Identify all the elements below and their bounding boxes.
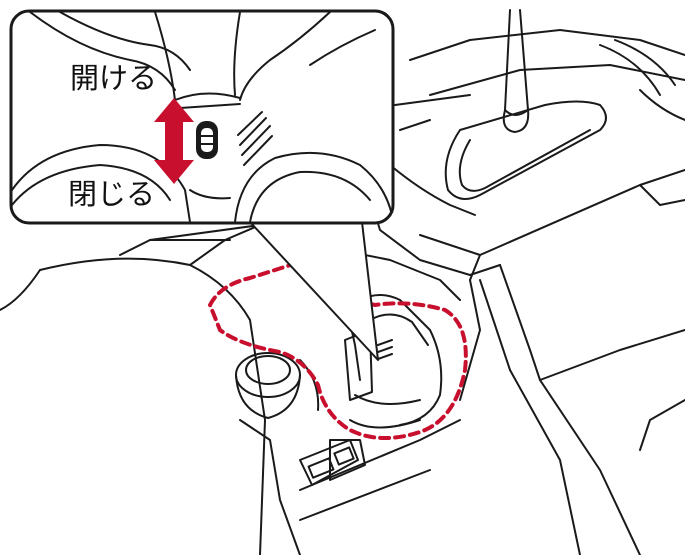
double-arrow-icon xyxy=(154,98,194,184)
open-label: 開ける xyxy=(70,61,157,95)
close-label: 閉じる xyxy=(68,177,155,211)
callout-inset: 開ける 閉じる xyxy=(9,9,395,225)
cover-switch-icon xyxy=(196,121,218,159)
callout-leader xyxy=(249,221,379,361)
